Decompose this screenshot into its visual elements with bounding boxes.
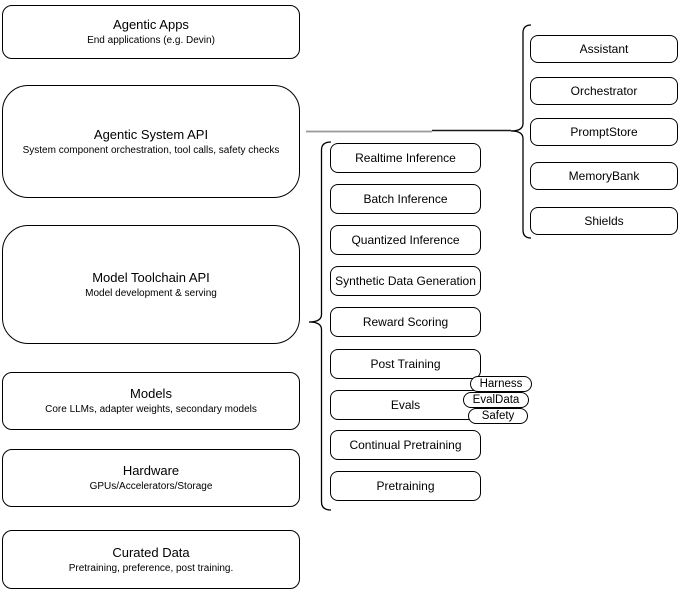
node-memorybank: MemoryBank [530, 162, 678, 190]
node-model-toolchain-api-subtitle: Model development & serving [85, 287, 217, 299]
node-agentic-apps-title: Agentic Apps [113, 17, 189, 32]
middle-group-brace [308, 141, 332, 511]
node-hardware-title: Hardware [122, 463, 180, 478]
node-model-toolchain-api: Model Toolchain API Model development & … [2, 225, 300, 344]
node-quantized-inference: Quantized Inference [330, 225, 481, 255]
node-pretraining: Pretraining [330, 471, 481, 501]
node-curated-data: Curated Data Pretraining, preference, po… [2, 530, 300, 589]
node-models: Models Core LLMs, adapter weights, secon… [2, 372, 300, 430]
node-orchestrator: Orchestrator [530, 77, 678, 105]
node-agentic-apps: Agentic Apps End applications (e.g. Devi… [2, 5, 300, 59]
node-evals: Evals [330, 390, 481, 420]
node-agentic-system-api-subtitle: System component orchestration, tool cal… [22, 144, 280, 156]
node-continual-pretraining: Continual Pretraining [330, 430, 481, 460]
node-model-toolchain-api-title: Model Toolchain API [92, 269, 210, 285]
node-curated-data-subtitle: Pretraining, preference, post training. [68, 562, 234, 574]
tag-safety: Safety [468, 408, 528, 424]
node-hardware: Hardware GPUs/Accelerators/Storage [2, 449, 300, 507]
right-group-brace [510, 24, 532, 239]
node-shields: Shields [530, 207, 678, 235]
node-hardware-subtitle: GPUs/Accelerators/Storage [89, 481, 213, 492]
node-agentic-apps-subtitle: End applications (e.g. Devin) [87, 35, 215, 46]
node-models-title: Models [130, 386, 172, 401]
node-reward-scoring: Reward Scoring [330, 307, 481, 337]
node-agentic-system-api: Agentic System API System component orch… [2, 85, 300, 198]
node-promptstore: PromptStore [530, 118, 678, 146]
node-synthetic-data-generation: Synthetic Data Generation [330, 266, 481, 296]
node-post-training: Post Training [330, 349, 481, 379]
node-curated-data-title: Curated Data [112, 544, 190, 560]
tag-evaldata: EvalData [463, 392, 529, 408]
node-agentic-system-api-title: Agentic System API [93, 126, 209, 142]
node-models-subtitle: Core LLMs, adapter weights, secondary mo… [45, 404, 257, 415]
node-assistant: Assistant [530, 35, 678, 63]
node-batch-inference: Batch Inference [330, 184, 481, 214]
node-realtime-inference: Realtime Inference [330, 143, 481, 173]
tag-harness: Harness [470, 376, 532, 392]
